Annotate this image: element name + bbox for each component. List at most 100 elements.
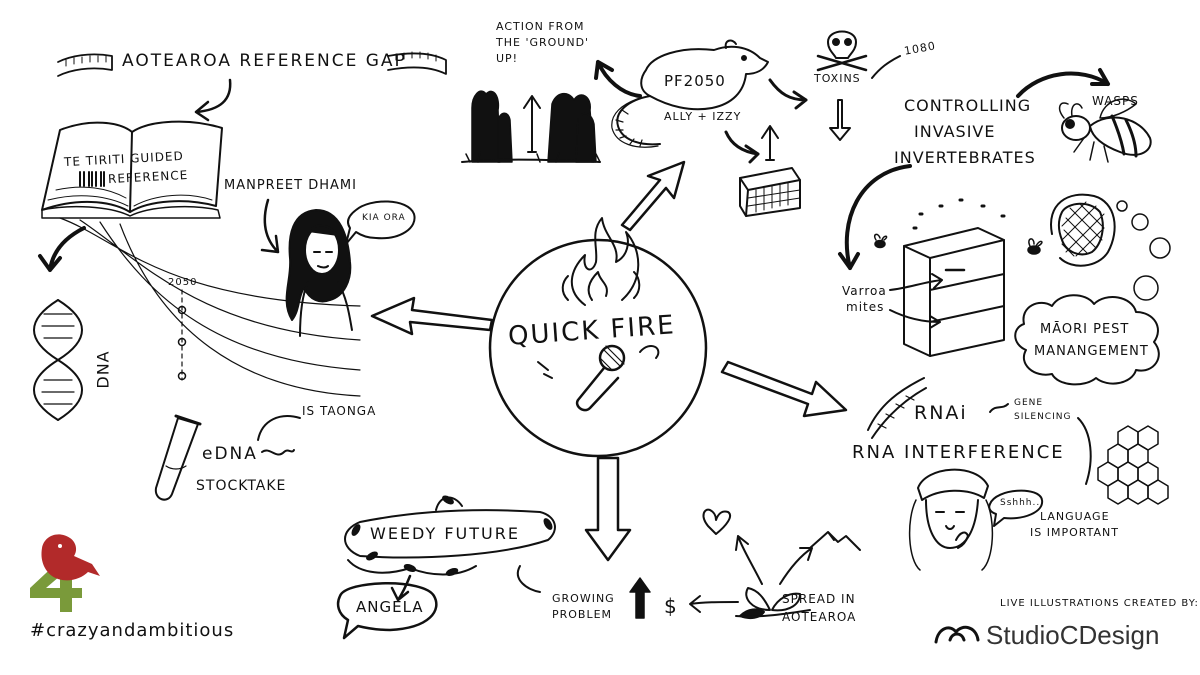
beehive-icon: [903, 227, 1005, 357]
toxins-line: [871, 55, 901, 79]
taonga-note: IS TAONGA: [302, 404, 377, 418]
arrow-to-wasps: [1016, 68, 1110, 98]
action-line-2: THE 'GROUND': [496, 36, 590, 49]
speaker-greeting: KIA ORA: [362, 213, 406, 223]
bird-logo-icon: [30, 534, 100, 612]
bubble-4: [1133, 275, 1159, 301]
mic-squiggle: [639, 344, 660, 359]
heart-icon: [702, 508, 732, 535]
rnai-gene-1: GENE: [1014, 398, 1044, 408]
maori-line-1: MĀORI PEST: [1040, 322, 1130, 337]
toxins-down-arrow: [829, 99, 851, 141]
rnai-full: RNA INTERFERENCE: [852, 442, 1065, 463]
reference-gap-title: AOTEAROA REFERENCE GAP: [122, 51, 407, 71]
arrow-to-action: [594, 60, 642, 98]
bee-small-icon-2: [1027, 238, 1043, 255]
credit-label: LIVE ILLUSTRATIONS CREATED BY:: [1000, 598, 1199, 609]
arrow-to-speaker: [260, 198, 280, 254]
arrow-left: [370, 296, 494, 336]
skull-icon: [816, 30, 868, 72]
rnai-lang-2: IS IMPORTANT: [1030, 526, 1119, 539]
arrow-to-hive: [838, 164, 912, 270]
edna-label: eDNA: [202, 444, 258, 464]
rnai-short: RNAi: [914, 402, 968, 424]
speaker-portrait: [285, 209, 353, 337]
edna-squiggle: [261, 449, 295, 456]
toxins-label: TOXINS: [814, 72, 861, 85]
fire-icon: [561, 217, 641, 306]
wasp-icon: [1058, 98, 1152, 163]
arrow-to-dna: [38, 226, 86, 272]
test-tube-icon: [154, 414, 202, 501]
invertebrates-line-1: CONTROLLING: [904, 96, 1032, 115]
invertebrates-line-2: INVASIVE: [914, 122, 996, 141]
taonga-line: [257, 415, 301, 441]
dna-label: DNA: [93, 350, 113, 389]
arrow-down: [584, 456, 632, 562]
bees-dots: [912, 198, 1006, 230]
angela-label: ANGELA: [356, 598, 424, 616]
growing-line-1: GROWING: [552, 592, 615, 605]
rnai-bracket: [1077, 417, 1092, 485]
varroa-line-1: Varroa: [842, 284, 887, 298]
tape-right-icon: [387, 51, 447, 75]
dna-small-icon: [867, 377, 927, 439]
arrow-ref-to-book: [194, 78, 232, 122]
shh-bubble: [988, 489, 1044, 527]
timeline-curves: [59, 217, 361, 397]
stocktake-label: STOCKTAKE: [196, 478, 287, 494]
mountain-icon: [809, 531, 861, 551]
invertebrates-line-3: INVERTEBRATES: [894, 148, 1036, 167]
sprout-icon: [735, 587, 811, 620]
maori-line-2: MANANGEMENT: [1034, 344, 1149, 359]
weedy-title: WEEDY FUTURE: [370, 524, 520, 543]
wasps-label: WASPS: [1092, 94, 1139, 108]
sprout-arrow-up-left: [735, 535, 763, 585]
bee-small-icon-1: [873, 233, 888, 249]
bubble-3: [1149, 237, 1171, 259]
quick-fire-circle: [488, 238, 708, 458]
bubble-1: [1116, 200, 1128, 212]
rnai-whisper: Sshhh...: [1000, 498, 1045, 508]
tape-left-icon: [57, 53, 113, 77]
rnai-gene-2: SILENCING: [1014, 412, 1072, 422]
action-line-1: ACTION FROM: [496, 20, 585, 33]
varroa-line-2: mites: [846, 300, 885, 314]
beekeeper-helmet-icon: [1050, 193, 1116, 267]
year-label: 2050: [168, 277, 198, 288]
growing-squiggle: [517, 565, 541, 593]
pf2050-label: PF2050: [664, 72, 726, 90]
hexagon-icon: [1097, 425, 1169, 505]
grass: [465, 151, 601, 163]
dollar-label: $: [664, 594, 678, 618]
hashtag: #crazyandambitious: [30, 620, 235, 641]
mic-squiggle-2: [537, 361, 553, 379]
rnai-lang-1: LANGUAGE: [1040, 510, 1110, 523]
sprout-arrow-up-right: [779, 547, 813, 585]
spread-line-1: SPREAD IN: [782, 592, 856, 606]
arrow-to-toxins: [768, 78, 808, 110]
trap-up-arrow: [761, 125, 779, 161]
arrow-to-dollar: [689, 595, 739, 613]
angela-bubble: [336, 582, 438, 640]
arrow-to-trap: [724, 130, 760, 164]
dna-icon: [33, 299, 83, 421]
leaves: [351, 495, 553, 576]
ground-line: [461, 158, 601, 163]
bubble-2: [1131, 213, 1149, 231]
microphone-icon: [575, 344, 626, 412]
growing-up-arrow: [629, 577, 651, 619]
book-icon: [41, 120, 223, 219]
pf2050-names: ALLY + IZZY: [664, 110, 742, 123]
speaker-name: MANPREET DHAMI: [224, 178, 357, 193]
growing-line-2: PROBLEM: [552, 608, 613, 621]
up-arrow-growth: [523, 95, 541, 153]
varroa-arrows: [889, 273, 943, 329]
speaker-rnai-portrait: [908, 468, 994, 571]
arrow-up-right: [620, 160, 686, 232]
arrow-down-right: [720, 360, 848, 418]
studioc-mark-icon: [934, 625, 980, 644]
brand-name: StudioCDesign: [986, 620, 1160, 650]
trap-icon: [739, 167, 801, 217]
